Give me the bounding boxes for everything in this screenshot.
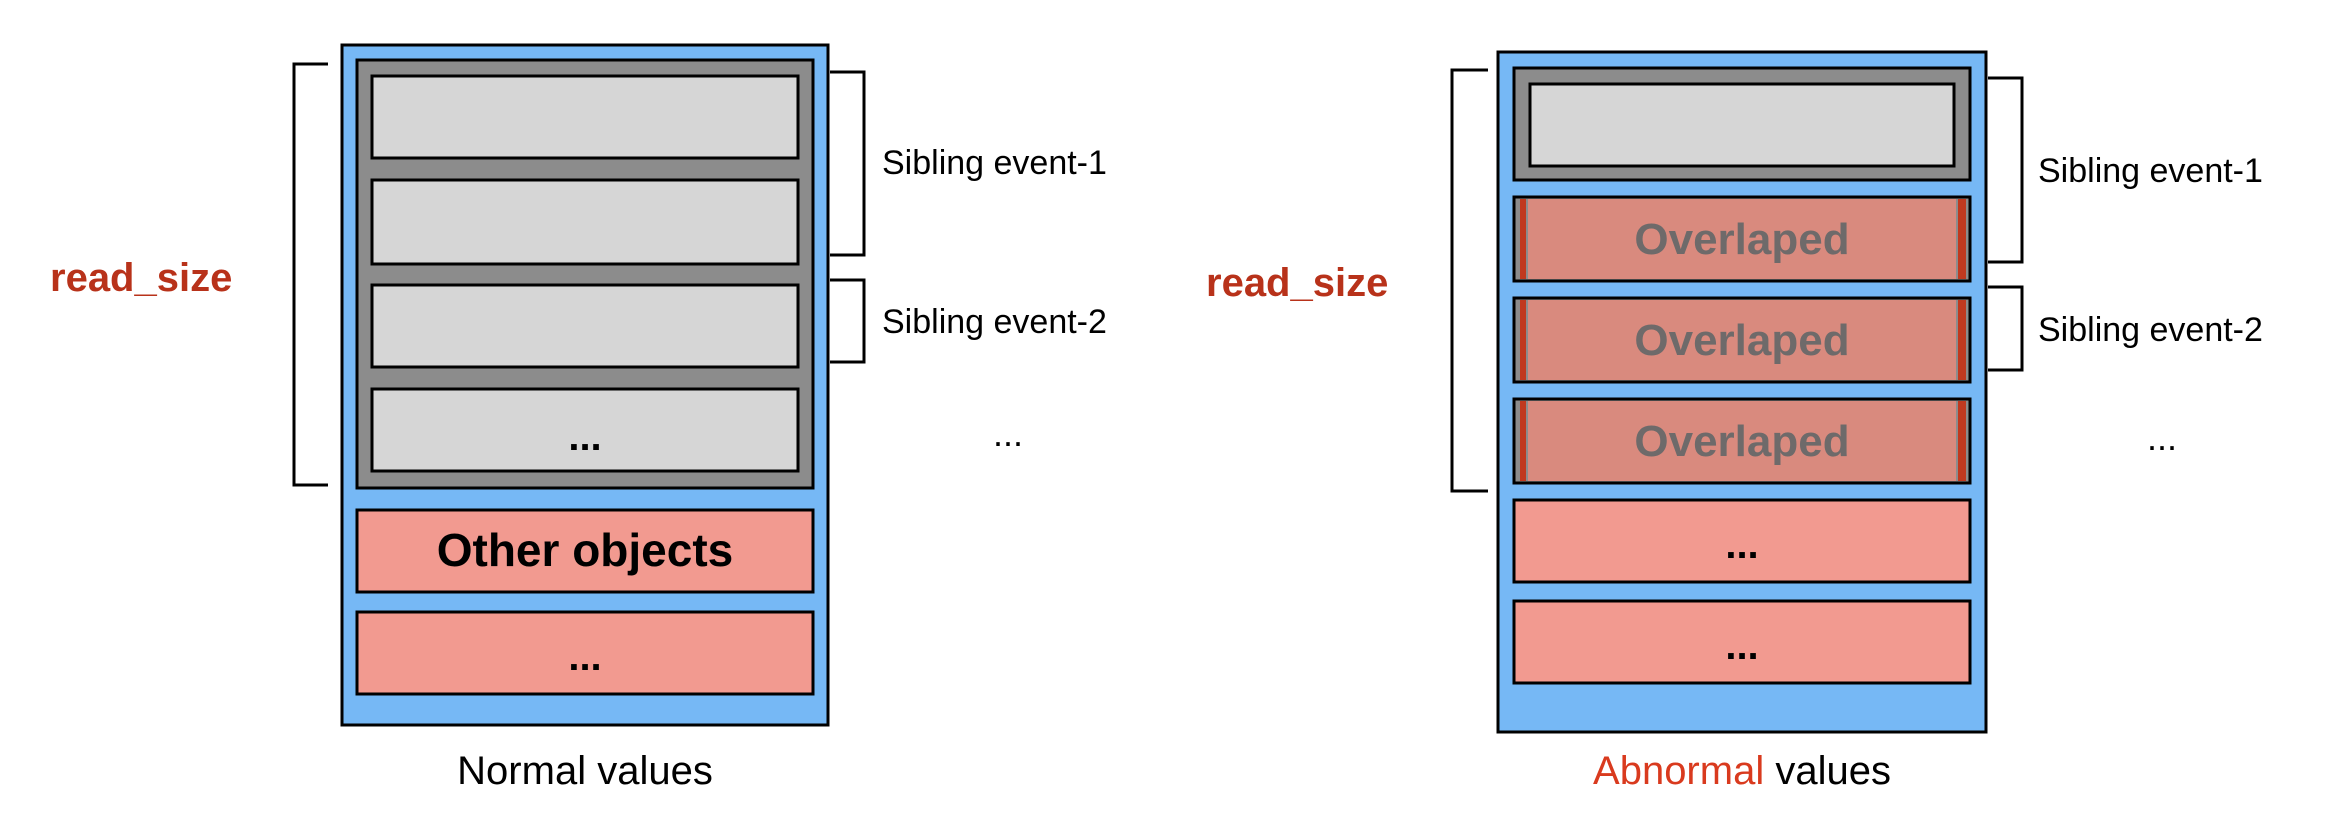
left-read-size-label: read_size bbox=[50, 256, 232, 300]
left-slot-3 bbox=[370, 283, 800, 369]
right-other-ellipsis-2: ... bbox=[1725, 624, 1758, 668]
right-overlap-label-3: Overlaped bbox=[1634, 417, 1849, 466]
left-slot-1 bbox=[370, 74, 800, 160]
right-overlap-label-2: Overlaped bbox=[1634, 316, 1849, 365]
right-slot-1 bbox=[1528, 82, 1956, 168]
left-other-objects-label: Other objects bbox=[437, 524, 734, 576]
right-overlap-slot-1 bbox=[1512, 195, 1972, 283]
left-other-objects-box bbox=[355, 508, 815, 594]
left-caption: Normal values bbox=[457, 749, 713, 793]
left-other-box-2 bbox=[355, 610, 815, 696]
right-sibling-2-label: Sibling event-2 bbox=[2038, 311, 2263, 349]
right-side-ellipsis: ... bbox=[2147, 417, 2177, 458]
left-sibling-2-label: Sibling event-2 bbox=[882, 303, 1107, 341]
right-other-box-1 bbox=[1512, 498, 1972, 584]
right-sibling-1-bracket bbox=[1988, 76, 2024, 264]
left-slot-4 bbox=[370, 387, 800, 473]
left-sibling-1-label: Sibling event-1 bbox=[882, 144, 1107, 182]
right-overlap-slot-3 bbox=[1512, 397, 1972, 485]
left-side-ellipsis: ... bbox=[993, 413, 1023, 454]
right-overlap-slot-2 bbox=[1512, 296, 1972, 384]
left-sibling-2-bracket bbox=[830, 278, 866, 364]
right-caption-values: values bbox=[1764, 749, 1891, 793]
right-sibling-2-bracket bbox=[1988, 285, 2024, 372]
left-slot-2 bbox=[370, 178, 800, 266]
right-other-box-2 bbox=[1512, 599, 1972, 685]
right-read-size-label: read_size bbox=[1206, 261, 1388, 305]
right-read-size-bracket bbox=[1450, 68, 1488, 493]
right-other-ellipsis-1: ... bbox=[1725, 523, 1758, 567]
normal-diagram: ... Other objects ... read_size Sibling … bbox=[50, 43, 1107, 793]
left-sibling-1-bracket bbox=[830, 70, 866, 257]
right-caption-abnormal: Abnormal bbox=[1593, 749, 1764, 793]
left-read-size-bracket bbox=[292, 62, 328, 487]
left-slot-ellipsis: ... bbox=[568, 415, 601, 459]
right-caption: Abnormal values bbox=[1593, 749, 1891, 793]
right-overlap-label-1: Overlaped bbox=[1634, 215, 1849, 264]
left-other-ellipsis: ... bbox=[568, 635, 601, 679]
abnormal-diagram: Overlaped Overlaped Overlaped ... ... re… bbox=[1206, 50, 2263, 793]
right-sibling-1-label: Sibling event-1 bbox=[2038, 152, 2263, 190]
